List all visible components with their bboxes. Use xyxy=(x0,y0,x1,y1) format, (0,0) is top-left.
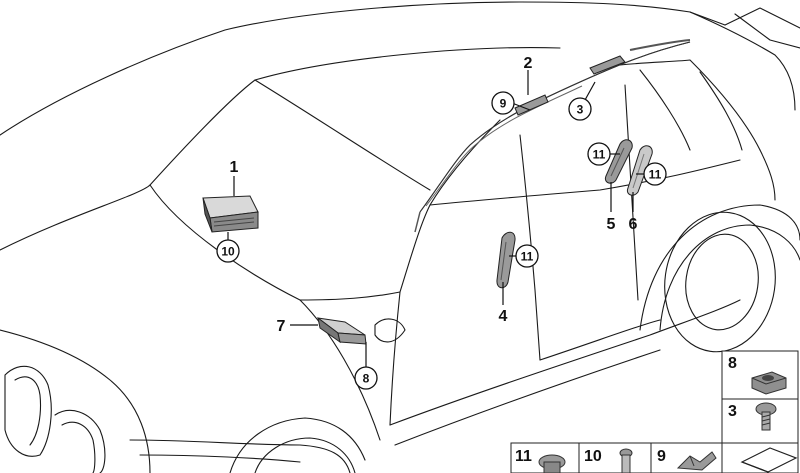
svg-text:10: 10 xyxy=(584,448,602,465)
callout-1: 1 xyxy=(230,159,239,176)
svg-text:9: 9 xyxy=(657,448,666,465)
svg-text:11: 11 xyxy=(515,448,532,465)
callout-4: 4 xyxy=(499,308,508,325)
fastener-box-8: 8 xyxy=(721,350,799,400)
rear-side-airbag-6 xyxy=(626,145,653,196)
callout-7: 7 xyxy=(277,318,286,335)
fastener-box-trim xyxy=(721,442,799,473)
b-pillar-airbag xyxy=(496,231,516,289)
fastener-box-11: 11 xyxy=(510,442,580,473)
leader-lines xyxy=(227,70,644,368)
svg-text:11: 11 xyxy=(521,250,534,264)
svg-text:10: 10 xyxy=(221,245,235,259)
parts xyxy=(202,39,691,345)
callout-2: 2 xyxy=(524,55,533,72)
svg-text:11: 11 xyxy=(649,168,662,182)
circled-callouts: 10 9 3 11 11 11 8 xyxy=(216,91,667,390)
circled-callout-11-rear-a: 11 xyxy=(587,142,611,166)
svg-text:11: 11 xyxy=(593,148,606,162)
spring-clip-icon xyxy=(676,451,717,471)
svg-text:3: 3 xyxy=(728,403,737,420)
rear-side-airbag-5 xyxy=(604,139,633,184)
callout-numbers: 1 2 4 5 6 7 xyxy=(230,55,638,335)
svg-text:3: 3 xyxy=(577,103,584,117)
passenger-airbag-module xyxy=(202,195,259,233)
circled-callout-8: 8 xyxy=(354,366,378,390)
bolt-icon xyxy=(619,448,633,473)
svg-text:9: 9 xyxy=(500,97,507,111)
circled-callout-10: 10 xyxy=(216,239,240,263)
fastener-box-9: 9 xyxy=(650,442,723,473)
circled-callout-9: 9 xyxy=(491,91,515,115)
curtain-airbag-rail xyxy=(414,39,691,233)
svg-text:8: 8 xyxy=(728,355,737,372)
circled-callout-11-rear-b: 11 xyxy=(643,162,667,186)
fastener-box-3: 3 xyxy=(721,398,799,444)
circled-callout-3: 3 xyxy=(568,97,592,121)
circled-callout-11-b-pillar: 11 xyxy=(515,244,539,268)
expansion-nut-icon xyxy=(538,454,566,473)
knee-airbag xyxy=(317,316,367,345)
nut-icon xyxy=(751,371,787,395)
callout-6: 6 xyxy=(629,216,638,233)
screw-icon xyxy=(755,402,777,431)
svg-text:8: 8 xyxy=(363,372,370,386)
fastener-box-10: 10 xyxy=(578,442,652,473)
callout-5: 5 xyxy=(607,216,616,233)
fastener-panel: 8 3 11 xyxy=(510,350,799,473)
